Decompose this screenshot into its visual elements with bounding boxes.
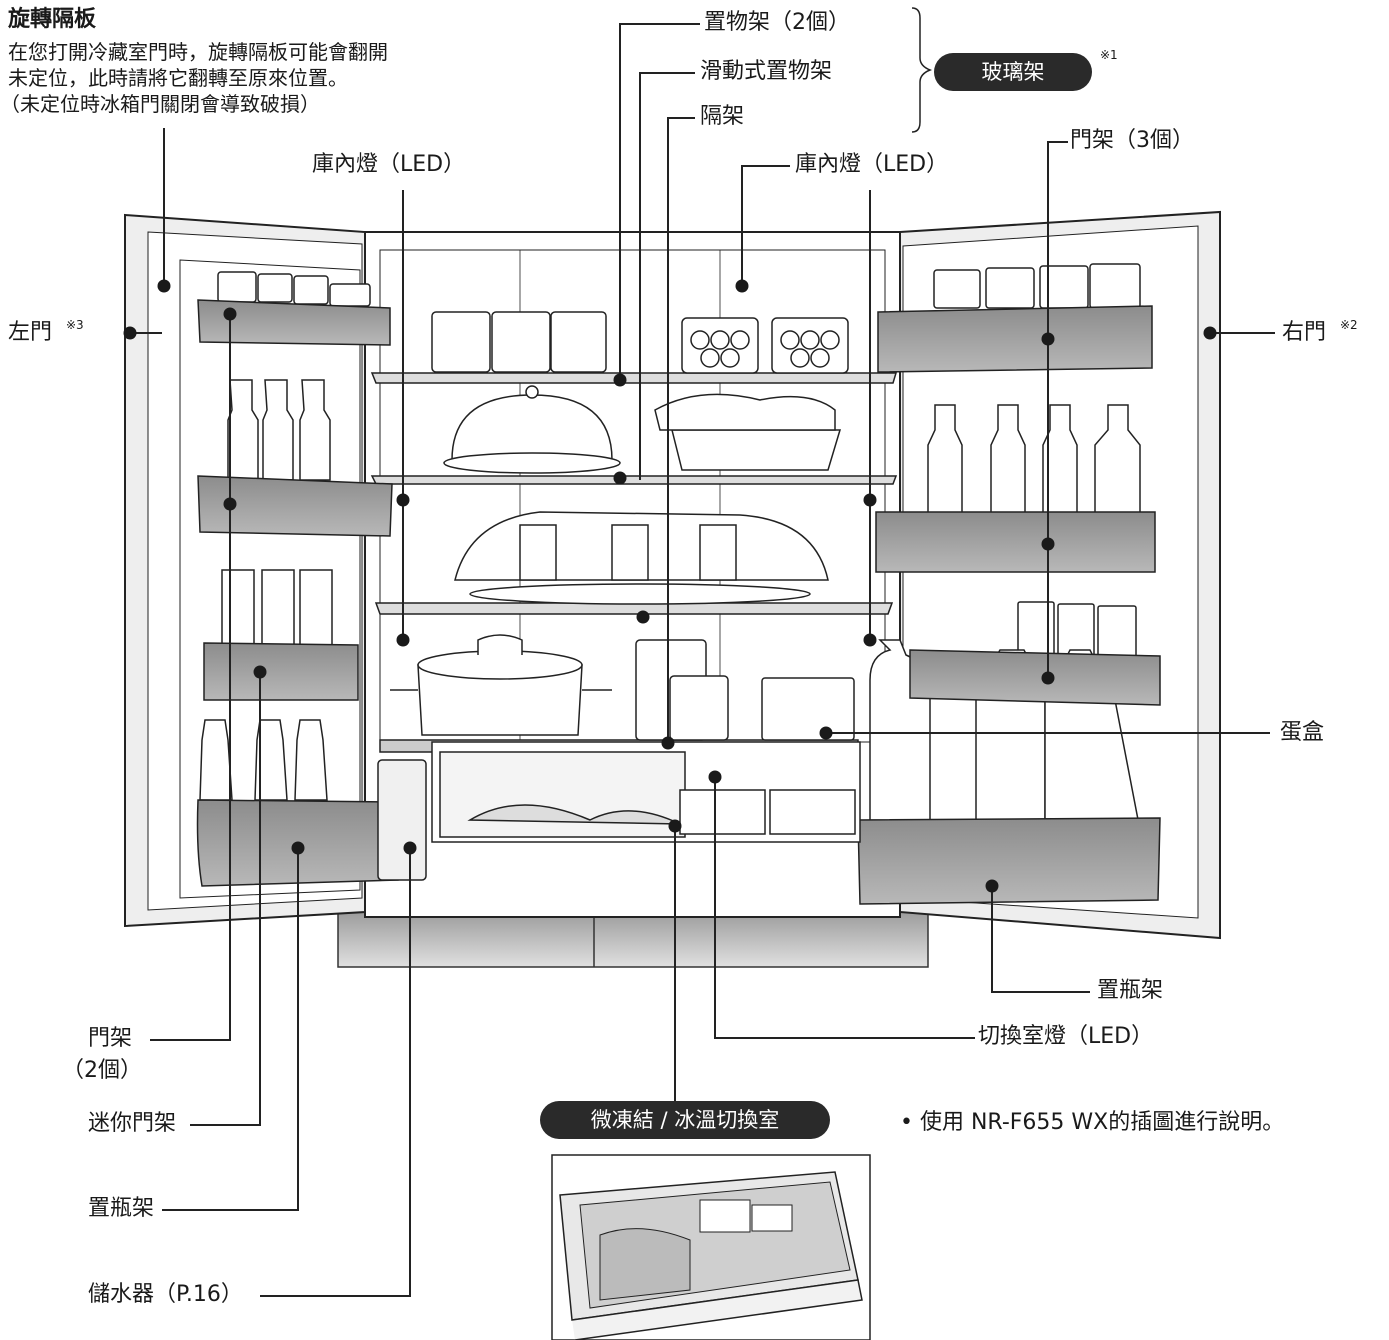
label-led-left: 庫內燈（LED） <box>312 152 466 177</box>
switch-room-inset <box>551 1154 871 1340</box>
left-door <box>124 213 401 928</box>
label-shelf-2: 置物架（2個） <box>704 10 850 35</box>
rotating-partition-line-3: （未定位時冰箱門關閉會導致破損） <box>0 92 320 116</box>
label-right-door: 右門 <box>1282 320 1327 345</box>
leader-dots <box>123 279 1217 893</box>
lower-drawers <box>337 911 929 968</box>
label-door-shelf-2: 門架 <box>88 1026 133 1051</box>
switch-room-badge: 微凍結 / 冰溫切換室 <box>540 1101 830 1139</box>
rotating-partition-line-2: 未定位，此時請將它翻轉至原來位置。 <box>8 66 348 90</box>
model-note: • 使用 NR-F655 WX的插圖進行說明。 <box>900 1110 1285 1135</box>
left-door-note: ※3 <box>66 318 84 332</box>
label-bottle-rack-left: 置瓶架 <box>88 1196 155 1221</box>
leader-lines <box>130 23 1275 1297</box>
rotating-partition-line-1: 在您打開冷藏室門時，旋轉隔板可能會翻開 <box>8 40 388 64</box>
food-items <box>390 311 855 741</box>
switch-room-drawer <box>431 741 861 843</box>
glass-shelf-bracket <box>911 7 933 133</box>
label-led-right: 庫內燈（LED） <box>795 152 949 177</box>
rotating-partition-title: 旋轉隔板 <box>8 7 97 32</box>
label-water-tank: 儲水器（P.16） <box>88 1282 243 1307</box>
right-door <box>857 210 1221 940</box>
label-bottle-rack-right: 置瓶架 <box>1097 978 1164 1003</box>
label-sliding-shelf: 滑動式置物架 <box>700 59 833 84</box>
glass-shelf-note: ※1 <box>1100 48 1118 62</box>
label-door-shelf-3: 門架（3個） <box>1070 128 1194 153</box>
right-door-note: ※2 <box>1340 318 1358 332</box>
label-door-shelf-2-count: （2個） <box>62 1058 142 1083</box>
label-left-door: 左門 <box>8 320 53 345</box>
label-mini-door-shelf: 迷你門架 <box>88 1111 177 1136</box>
water-tank-body <box>377 759 427 881</box>
label-egg-box: 蛋盒 <box>1280 720 1325 745</box>
label-partition-shelf: 隔架 <box>700 104 745 129</box>
glass-shelf-badge: 玻璃架 <box>934 53 1092 91</box>
label-switch-room-led: 切換室燈（LED） <box>978 1024 1154 1049</box>
